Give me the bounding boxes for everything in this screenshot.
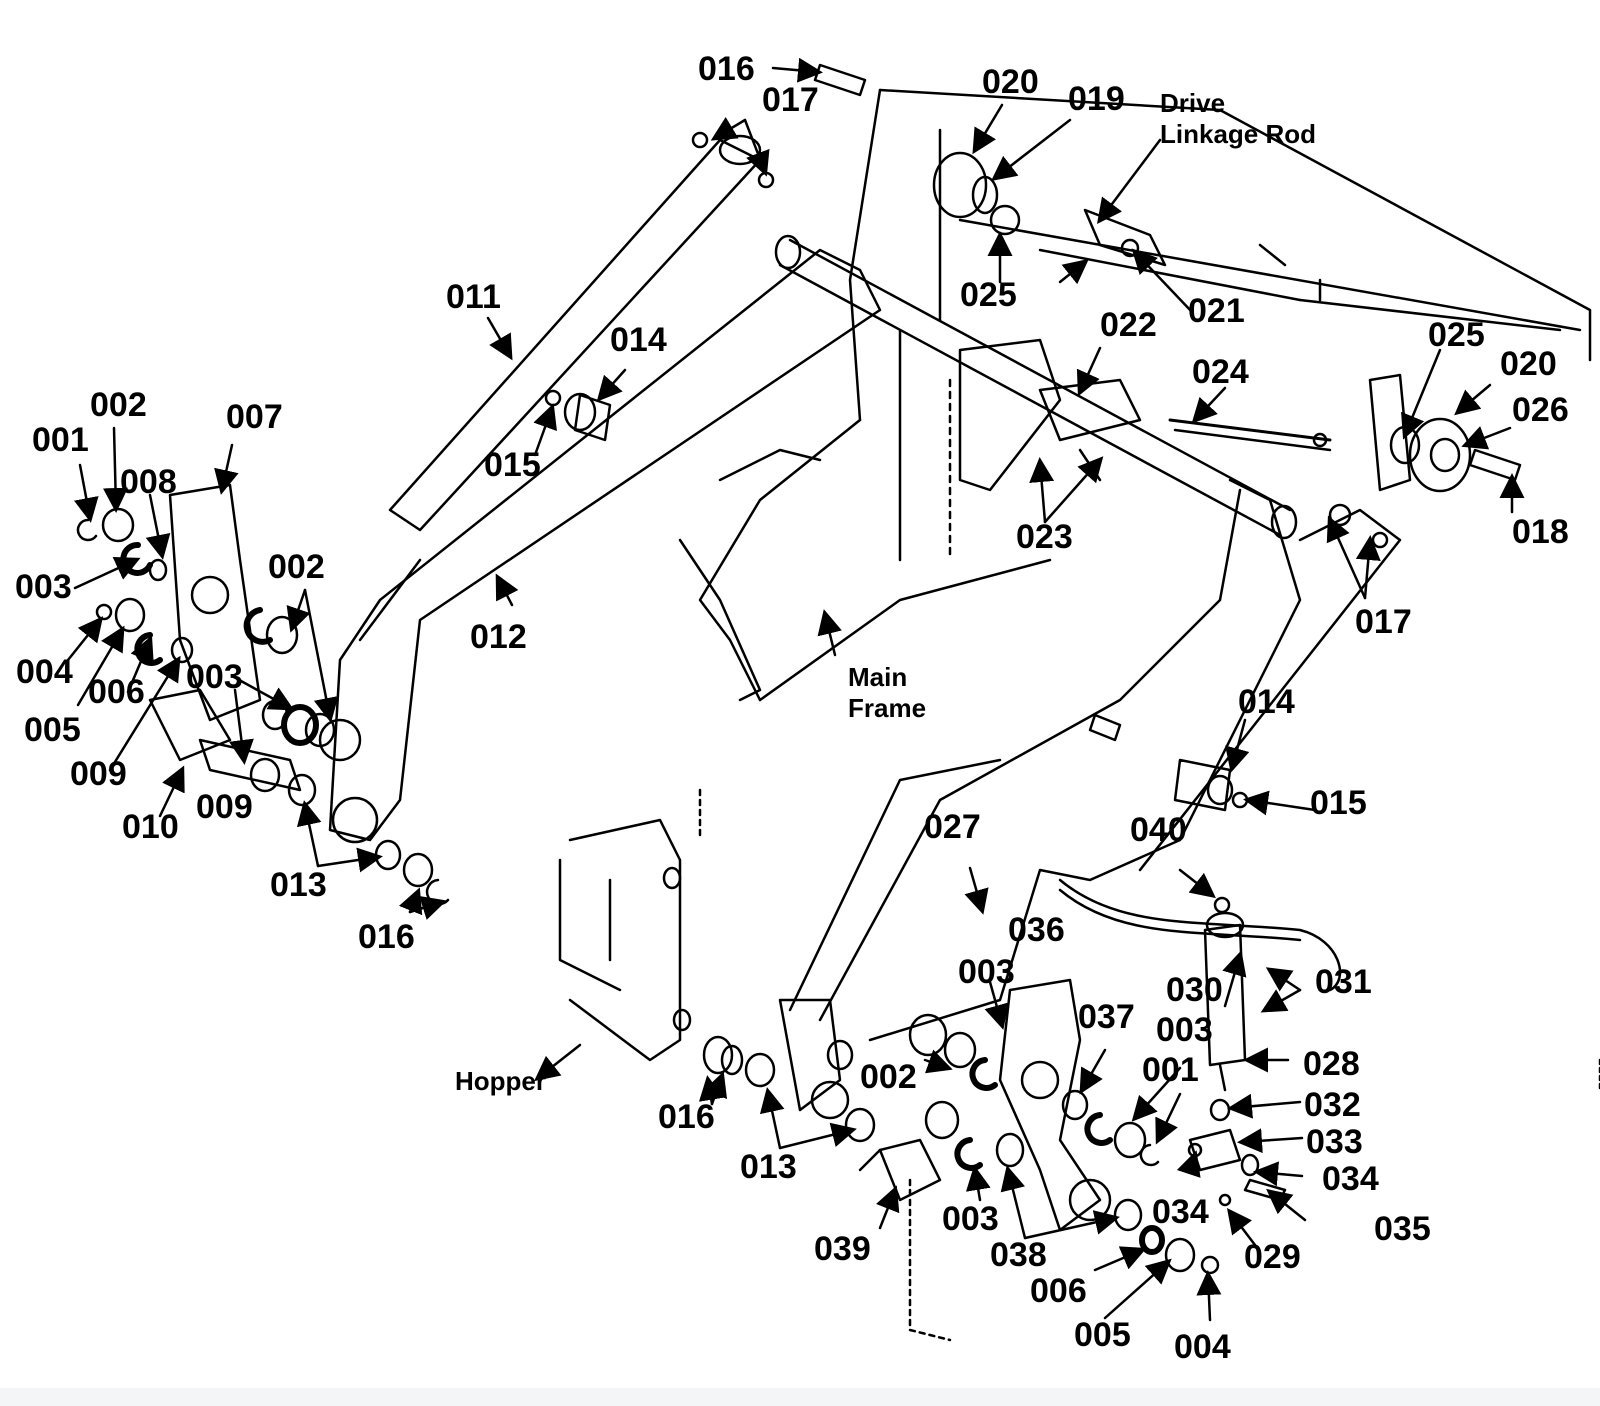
callout-006: 006 <box>1030 1272 1087 1310</box>
callout-023: 023 <box>1016 518 1073 556</box>
cross-shaft-drawing <box>774 234 1298 540</box>
main-frame-caption: Main Frame <box>848 662 926 724</box>
callout-001: 001 <box>32 421 89 459</box>
right-lower-bracket-drawing <box>778 878 1342 1232</box>
callout-019: 019 <box>1068 80 1125 118</box>
callout-022: 022 <box>1100 306 1157 344</box>
callout-005: 005 <box>1074 1316 1131 1354</box>
callout-001: 001 <box>1142 1051 1199 1089</box>
callout-016: 016 <box>698 50 755 88</box>
callout-002: 002 <box>268 548 325 586</box>
callout-003: 003 <box>15 568 72 606</box>
callout-003: 003 <box>942 1200 999 1238</box>
callout-009: 009 <box>70 755 127 793</box>
callout-012: 012 <box>470 618 527 656</box>
callout-024: 024 <box>1192 353 1249 391</box>
callout-027: 027 <box>924 808 981 846</box>
callout-010: 010 <box>122 808 179 846</box>
callout-003: 003 <box>1156 1011 1213 1049</box>
callout-005: 005 <box>24 711 81 749</box>
callout-030: 030 <box>1166 971 1223 1009</box>
callout-013: 013 <box>740 1148 797 1186</box>
hopper-label: Hopper <box>455 1066 546 1096</box>
leader-lines <box>66 57 1525 1322</box>
main-frame-drawing <box>678 88 1592 702</box>
callout-028: 028 <box>1303 1045 1360 1083</box>
callout-026: 026 <box>1512 391 1569 429</box>
callout-035: 035 <box>1374 1210 1431 1248</box>
footer-strip <box>0 1388 1600 1406</box>
callout-011: 011 <box>446 278 501 316</box>
callout-004: 004 <box>1174 1328 1231 1366</box>
callout-038: 038 <box>990 1236 1047 1274</box>
drive-linkage-rod-caption: Drive Linkage Rod <box>1160 88 1316 150</box>
callout-036: 036 <box>1008 911 1065 949</box>
main-frame-line1: Main <box>848 662 908 692</box>
callout-037: 037 <box>1078 998 1135 1036</box>
cylinder-right-drawing <box>1088 713 1249 812</box>
callout-040: 040 <box>1130 811 1187 849</box>
drive-linkage-line1: Drive <box>1160 88 1226 118</box>
callout-004: 004 <box>16 653 73 691</box>
callout-016: 016 <box>658 1098 715 1136</box>
loader-arm-right-drawing <box>788 478 1402 1042</box>
callout-017: 017 <box>1355 603 1412 641</box>
callout-007: 007 <box>226 398 283 436</box>
callout-033: 033 <box>1306 1123 1363 1161</box>
callout-034: 034 <box>1152 1193 1209 1231</box>
callout-014: 014 <box>610 321 667 359</box>
callout-034: 034 <box>1322 1160 1379 1198</box>
left-bracket-drawing <box>148 483 302 792</box>
callout-013: 013 <box>270 866 327 904</box>
main-frame-line2: Frame <box>848 693 927 724</box>
callout-003: 003 <box>958 953 1015 991</box>
callout-003: 003 <box>186 658 243 696</box>
callout-002: 002 <box>860 1058 917 1096</box>
hopper-caption: Hopper <box>455 1066 546 1097</box>
callout-020: 020 <box>982 63 1039 101</box>
hopper-drawing <box>558 788 1600 1342</box>
loader-arm-left-drawing <box>318 248 882 844</box>
callout-006: 006 <box>88 673 145 711</box>
callout-025: 025 <box>960 276 1017 314</box>
callout-016: 016 <box>358 918 415 956</box>
callout-032: 032 <box>1304 1086 1361 1124</box>
callout-029: 029 <box>1244 1238 1301 1276</box>
callout-018: 018 <box>1512 513 1569 551</box>
callout-009: 009 <box>196 788 253 826</box>
callout-015: 015 <box>1310 784 1367 822</box>
callout-014: 014 <box>1238 683 1295 721</box>
callout-039: 039 <box>814 1230 871 1268</box>
callout-002: 002 <box>90 386 147 424</box>
callout-017: 017 <box>762 81 819 119</box>
callout-025: 025 <box>1428 316 1485 354</box>
callout-008: 008 <box>120 463 177 501</box>
callout-021: 021 <box>1188 292 1245 330</box>
callout-020: 020 <box>1500 345 1557 383</box>
drive-linkage-line2: Linkage Rod <box>1160 119 1317 150</box>
upper-link-left-drawing <box>388 134 762 532</box>
callout-015: 015 <box>484 446 541 484</box>
callout-031: 031 <box>1315 963 1372 1001</box>
center-pivot-drawing <box>932 151 1287 267</box>
